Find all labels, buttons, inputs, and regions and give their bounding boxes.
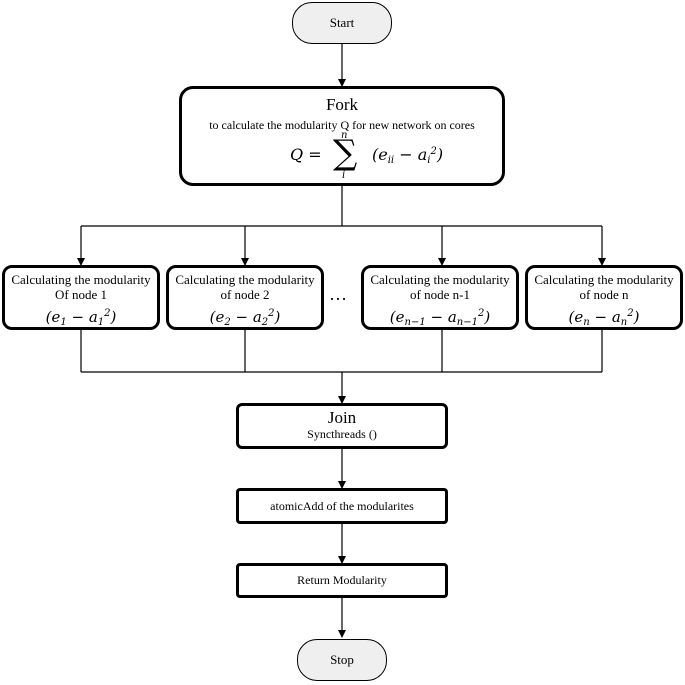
atomic-add-label: atomicAdd of the modularites bbox=[270, 498, 414, 513]
node-formula: (e1 − a12) bbox=[45, 308, 117, 328]
node-formula: (en−1 − an−12) bbox=[389, 308, 491, 328]
node-box-2: Calculating the modularity of node 2 (e2… bbox=[166, 265, 324, 330]
fork-title: Fork bbox=[325, 95, 359, 114]
start-terminal: Start bbox=[292, 2, 392, 44]
node-box-n-minus-1: Calculating the modularity of node n-1 (… bbox=[361, 265, 519, 330]
node-line2: of node n-1 bbox=[410, 287, 470, 302]
node-line1: Calculating the modularity bbox=[534, 272, 674, 287]
node-box-1: Calculating the modularity Of node 1 (e1… bbox=[2, 265, 160, 330]
node-box-n: Calculating the modularity of node n (en… bbox=[525, 265, 683, 330]
formula-rhs: (eii − ai2) bbox=[372, 145, 444, 166]
node-line2: Of node 1 bbox=[55, 287, 107, 302]
sum-lower-limit: i bbox=[342, 170, 346, 181]
ellipsis: … bbox=[329, 284, 348, 304]
fork-box: Fork to calculate the modularity Q for n… bbox=[179, 86, 505, 186]
stop-terminal: Stop bbox=[297, 639, 387, 681]
node-line1: Calculating the modularity bbox=[175, 272, 315, 287]
return-modularity-label: Return Modularity bbox=[297, 573, 387, 587]
formula-lhs: Q = bbox=[290, 145, 322, 164]
modularity-formula: Q = n ∑ i (eii − ai2) bbox=[182, 130, 502, 181]
join-box: Join Syncthreads () bbox=[236, 403, 448, 449]
sum-upper-limit: n bbox=[341, 130, 348, 141]
node-line2: of node 2 bbox=[220, 287, 270, 302]
start-label: Start bbox=[329, 15, 355, 30]
join-title: Join bbox=[327, 408, 357, 427]
fork-subtitle: to calculate the modularity Q for new ne… bbox=[209, 118, 475, 132]
node-formula: (e2 − a22) bbox=[209, 308, 281, 328]
atomic-add-box: atomicAdd of the modularites bbox=[236, 488, 448, 524]
sum-symbol: ∑ bbox=[333, 133, 358, 173]
return-modularity-box: Return Modularity bbox=[236, 563, 448, 598]
join-subtitle: Syncthreads () bbox=[307, 427, 377, 441]
node-line1: Calculating the modularity bbox=[370, 272, 510, 287]
stop-label: Stop bbox=[330, 652, 354, 667]
node-line1: Calculating the modularity bbox=[11, 272, 151, 287]
node-formula: (en − an2) bbox=[568, 308, 640, 328]
node-line2: of node n bbox=[579, 287, 629, 302]
